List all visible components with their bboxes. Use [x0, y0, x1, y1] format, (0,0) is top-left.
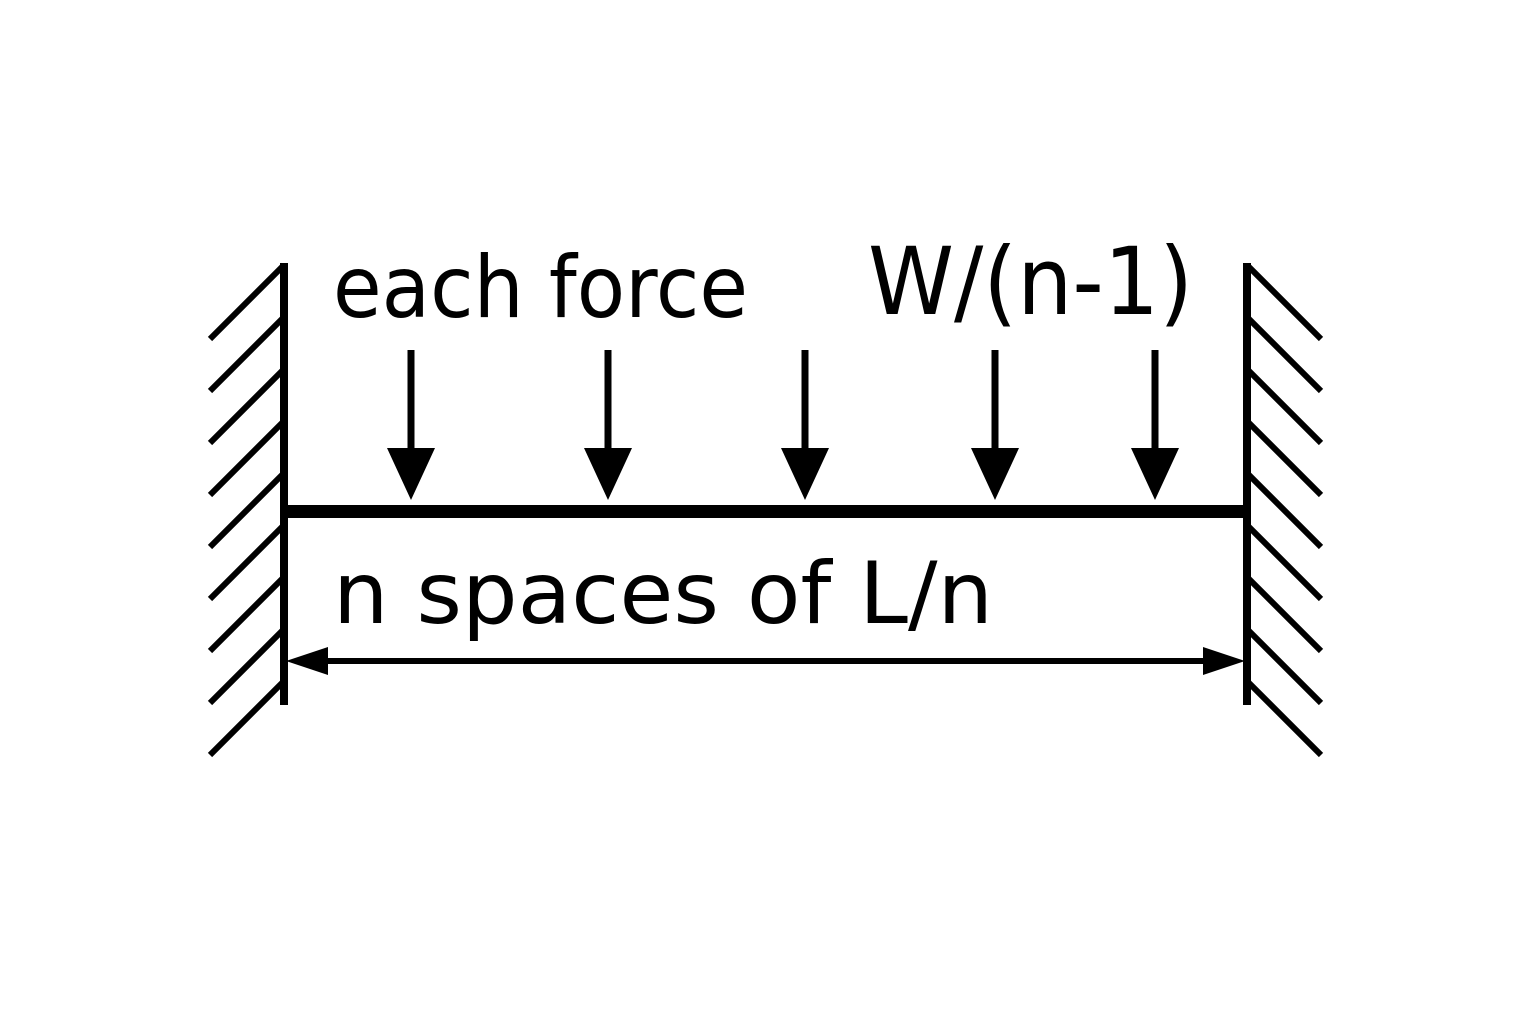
dimension-arrowhead-right: [1203, 647, 1245, 675]
right-hatch-line: [1244, 314, 1324, 394]
left-hatch-line: [207, 678, 287, 758]
left-hatch-line: [207, 314, 287, 394]
right-hatch-line: [1244, 522, 1324, 602]
right-hatch-line: [1244, 262, 1324, 342]
force-arrow-head: [584, 448, 632, 500]
left-hatch-line: [207, 366, 287, 446]
dimension-line: [286, 647, 1245, 675]
left-hatch-line: [207, 470, 287, 550]
right-hatch-line: [1244, 366, 1324, 446]
left-hatch-line: [207, 522, 287, 602]
right-hatch-line: [1244, 678, 1324, 758]
right-wall-support: [1243, 262, 1324, 758]
right-hatch-line: [1244, 574, 1324, 654]
beam: [284, 505, 1247, 518]
left-wall-support: [207, 262, 288, 758]
force-arrow-head: [781, 448, 829, 500]
left-hatch-line: [207, 262, 287, 342]
force-arrow-head: [387, 448, 435, 500]
force-arrow-head: [1131, 448, 1179, 500]
left-hatch-line: [207, 418, 287, 498]
left-hatch-line: [207, 626, 287, 706]
left-hatch-line: [207, 574, 287, 654]
right-hatch-line: [1244, 418, 1324, 498]
beam-bar: [284, 505, 1247, 518]
right-hatch-line: [1244, 626, 1324, 706]
label-each-force: each force: [333, 238, 748, 338]
label-n-spaces: n spaces of L/n: [333, 544, 993, 644]
force-arrows: [387, 350, 1179, 500]
force-arrow-head: [971, 448, 1019, 500]
dimension-arrowhead-left: [286, 647, 328, 675]
label-force-magnitude: W/(n-1): [868, 228, 1193, 337]
right-hatch-line: [1244, 470, 1324, 550]
